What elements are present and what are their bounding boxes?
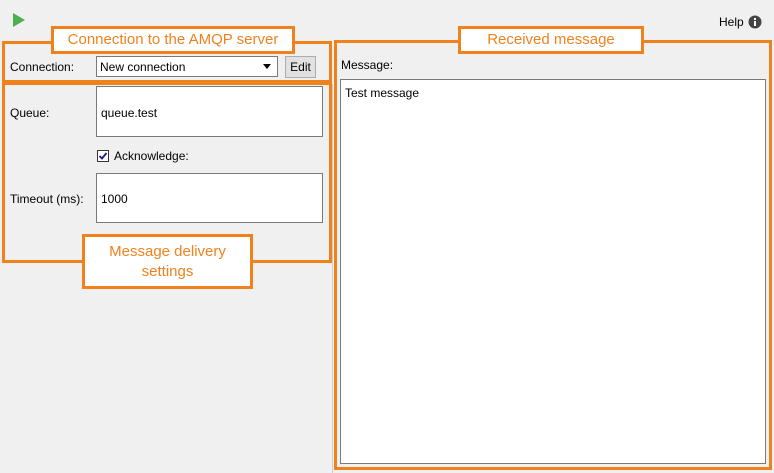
delivery-callout: Message delivery settings — [82, 234, 253, 289]
received-callout: Received message — [458, 26, 644, 54]
message-textarea[interactable]: Test message — [340, 79, 766, 464]
acknowledge-checkbox[interactable]: Acknowledge: — [97, 149, 189, 163]
connection-label: Connection: — [10, 60, 75, 74]
connection-select[interactable]: New connection — [96, 56, 278, 77]
play-icon — [13, 13, 25, 27]
help-label: Help — [719, 15, 744, 29]
connection-select-value: New connection — [100, 59, 186, 74]
timeout-label: Timeout (ms): — [10, 192, 84, 206]
acknowledge-label: Acknowledge: — [114, 149, 189, 163]
connection-callout: Connection to the AMQP server — [51, 26, 295, 54]
timeout-input[interactable]: 1000 — [96, 173, 323, 223]
received-callout-text: Received message — [487, 31, 615, 48]
timeout-value: 1000 — [101, 192, 128, 206]
queue-input[interactable]: queue.test — [96, 86, 323, 137]
checkbox-box — [97, 150, 109, 162]
delivery-callout-text: Message delivery settings — [109, 242, 226, 280]
connection-callout-text: Connection to the AMQP server — [67, 31, 279, 48]
queue-value: queue.test — [101, 106, 158, 120]
edit-connection-button[interactable]: Edit — [285, 56, 316, 78]
pane-splitter[interactable] — [332, 84, 333, 473]
queue-label: Queue: — [10, 106, 50, 120]
run-button[interactable] — [12, 12, 28, 30]
chevron-down-icon — [263, 64, 271, 69]
info-icon — [748, 15, 762, 29]
edit-button-label: Edit — [290, 60, 311, 74]
help-button[interactable]: Help — [719, 13, 762, 31]
checkmark-icon — [98, 152, 108, 160]
message-value: Test message — [345, 86, 420, 100]
message-label: Message: — [341, 58, 394, 72]
